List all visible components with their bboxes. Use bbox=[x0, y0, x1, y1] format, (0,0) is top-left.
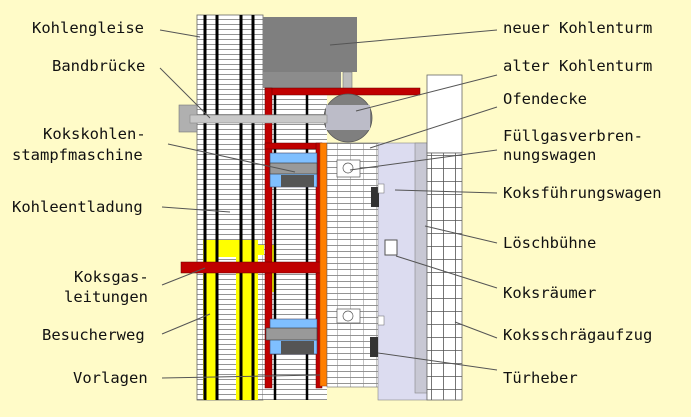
labels-left: Kohlengleise Bandbrücke Kokskohlen- stam… bbox=[12, 19, 149, 387]
label-kohlengleise: Kohlengleise bbox=[32, 19, 144, 37]
conveyor-bridge bbox=[178, 104, 328, 133]
label-vorlagen: Vorlagen bbox=[73, 369, 148, 387]
stamping-machine-lower bbox=[265, 318, 318, 355]
quench-platform bbox=[377, 142, 428, 401]
label-fuellgaswagen-2: nungswagen bbox=[503, 146, 596, 164]
label-kohleentladung: Kohleentladung bbox=[12, 198, 143, 216]
door-lifter bbox=[370, 183, 385, 357]
label-tuerheber: Türheber bbox=[503, 369, 578, 387]
label-stampfmaschine-2: stampfmaschine bbox=[12, 146, 143, 164]
gas-pipes bbox=[180, 87, 421, 389]
label-koksschraegaufzug: Koksschrägaufzug bbox=[503, 326, 652, 344]
label-bandbruecke: Bandbrücke bbox=[52, 57, 145, 75]
labels-right: neuer Kohlenturm alter Kohlenturm Ofende… bbox=[503, 19, 662, 387]
orange-pipe bbox=[319, 142, 328, 387]
label-loeschbuehne: Löschbühne bbox=[503, 234, 596, 252]
new-coal-tower bbox=[263, 17, 357, 107]
leader-lines-right bbox=[329, 29, 498, 371]
label-koksgasleitungen-1: Koksgas- bbox=[74, 268, 149, 286]
label-fuellgaswagen-1: Füllgasverbren- bbox=[503, 127, 643, 145]
label-ofendecke: Ofendecke bbox=[503, 90, 587, 108]
leader-lines-left bbox=[159, 29, 321, 379]
old-coal-tower bbox=[323, 93, 373, 143]
label-besucherweg: Besucherweg bbox=[42, 326, 145, 344]
label-koksraeumer: Koksräumer bbox=[503, 284, 596, 302]
label-neuer-kohlenturm: neuer Kohlenturm bbox=[503, 19, 652, 37]
label-stampfmaschine-1: Kokskohlen- bbox=[43, 125, 146, 143]
filling-gas-car bbox=[336, 159, 361, 324]
label-alter-kohlenturm: alter Kohlenturm bbox=[503, 57, 652, 75]
label-koksgasleitungen-2: leitungen bbox=[64, 288, 148, 306]
stamping-machine-upper bbox=[269, 152, 318, 188]
coke-incline bbox=[426, 74, 463, 401]
label-koksfuehrungswagen: Koksführungswagen bbox=[503, 184, 662, 202]
coke-pusher bbox=[384, 239, 398, 256]
